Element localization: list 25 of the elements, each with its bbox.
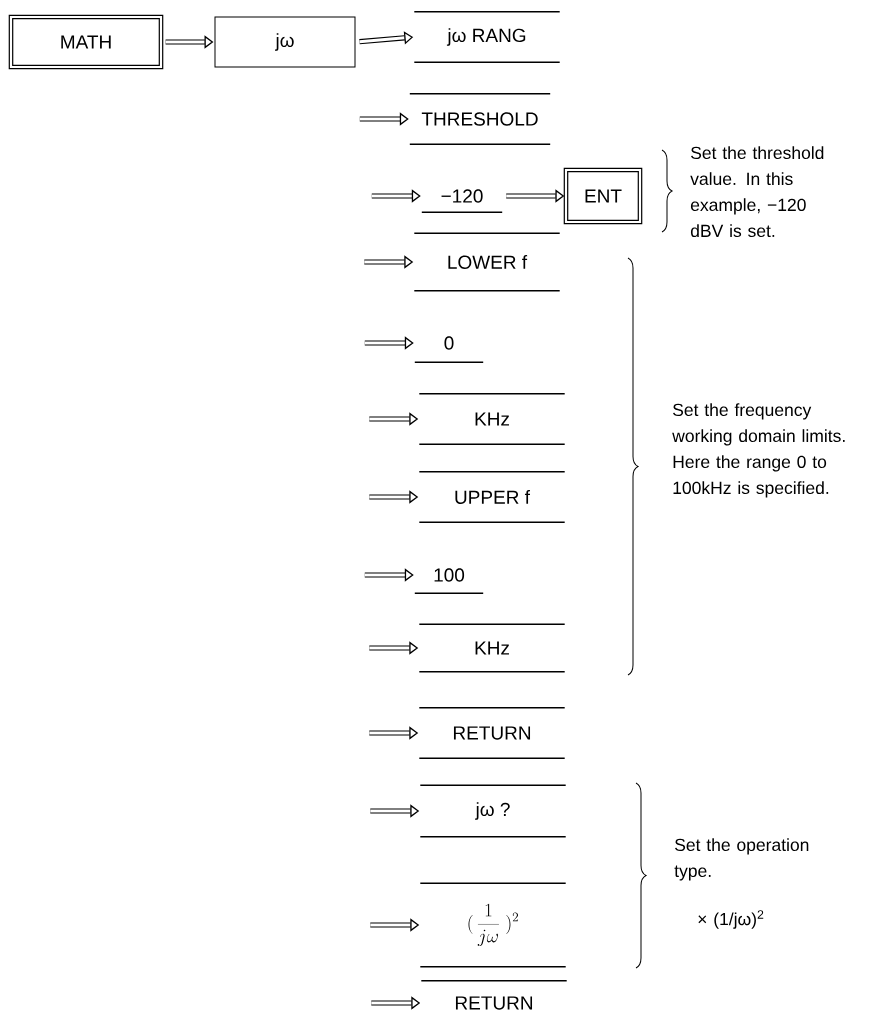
entry-value: 0 (414, 336, 484, 363)
double-arrow (364, 336, 414, 350)
soft-key-label: KHz (418, 393, 566, 445)
key-button: ENT (563, 167, 643, 225)
note-text: Set the operation type. (674, 838, 809, 881)
soft-key-label: jω ? (419, 784, 567, 838)
soft-key-label: RETURN (418, 707, 566, 759)
double-arrow (371, 189, 421, 203)
soft-key-label: $(\,\frac{1}{j\omega}\;)^{2}$ (419, 882, 567, 968)
key-button: MATH (8, 14, 164, 70)
double-arrow (165, 35, 214, 49)
note-text: Set the frequency working domain limits. Here the range 0 to 100kHz is specified. (672, 403, 845, 498)
double-arrow (359, 112, 409, 126)
soft-key-label: KHz (418, 623, 566, 673)
soft-key-label: LOWER f (413, 232, 561, 292)
entry-value: −120 (421, 189, 503, 213)
note-text: × (1/jω)$^{2}$ (698, 910, 764, 929)
menu-box: jω (214, 16, 356, 68)
soft-key-label: jω RANG (413, 11, 561, 63)
soft-key-label: THRESHOLD (409, 93, 551, 145)
soft-key-label: UPPER f (418, 471, 566, 523)
note-text: Set the threshold value. In this example, −120 dBV is set. (690, 146, 824, 238)
soft-key-label: RETURN (420, 980, 568, 1010)
entry-value: 100 (414, 568, 484, 594)
double-arrow (364, 568, 414, 582)
